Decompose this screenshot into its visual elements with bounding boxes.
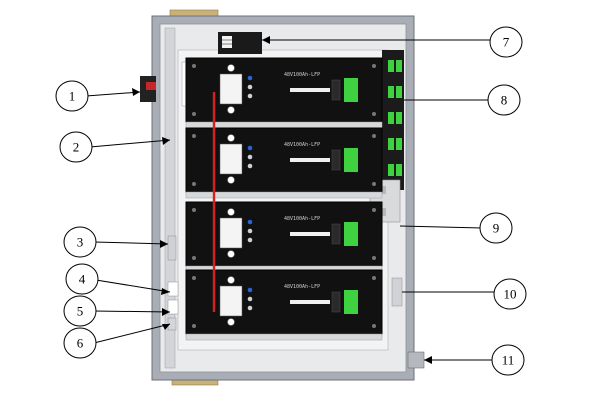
callout-circle <box>63 327 97 359</box>
callout-label: 8 <box>501 93 508 108</box>
battery-module: 48V100Ah-LFP <box>185 57 383 129</box>
callout-label: 4 <box>79 272 86 287</box>
callout-9: 9 <box>479 212 513 244</box>
right-terminal-strip <box>382 50 404 190</box>
callout-11: 11 <box>491 344 525 376</box>
callout-circle <box>491 344 525 376</box>
callout-circle <box>489 26 523 58</box>
callout-label: 1 <box>69 89 76 104</box>
callout-1: 1 <box>55 80 89 112</box>
callout-5: 5 <box>63 295 97 327</box>
callout-10: 10 <box>493 278 527 310</box>
module-label: 48V100Ah-LFP <box>284 216 320 222</box>
callout-circle <box>63 295 97 327</box>
bottom-right-fitting <box>407 351 425 369</box>
bottom-trim <box>171 379 219 386</box>
module-label: 48V100Ah-LFP <box>284 72 320 78</box>
battery-module: 48V100Ah-LFP <box>185 269 383 341</box>
left-side-component-5 <box>167 299 179 315</box>
callout-circle <box>493 278 527 310</box>
callouts: 1 2 3 4 5 6 7 8 9 10 11 <box>55 26 527 376</box>
battery-modules: 48V100Ah-LFP 48V100Ah-LFP 48V100Ah-LFP 48V1… <box>185 57 383 341</box>
callout-label: 2 <box>73 140 80 155</box>
callout-8: 8 <box>487 84 521 116</box>
right-side-connector <box>391 277 403 307</box>
callout-circle <box>55 80 89 112</box>
battery-module: 48V100Ah-LFP <box>185 127 383 199</box>
leader-lines <box>85 39 496 361</box>
battery-module: 48V100Ah-LFP <box>185 201 383 273</box>
callout-label: 5 <box>77 304 84 319</box>
callout-label: 9 <box>493 221 500 236</box>
cabinet-left-rail <box>164 27 176 369</box>
left-side-component-3 <box>167 235 177 261</box>
callout-label: 7 <box>503 35 510 50</box>
callout-circle <box>65 263 99 295</box>
callout-label: 10 <box>504 287 517 302</box>
callout-6: 6 <box>63 327 97 359</box>
module-label: 48V100Ah-LFP <box>284 142 320 148</box>
callout-3: 3 <box>63 226 97 258</box>
callout-circle <box>59 131 93 163</box>
callout-circle <box>63 226 97 258</box>
top-trim <box>169 9 219 17</box>
callout-label: 11 <box>502 353 515 368</box>
left-side-component-4 <box>167 281 179 297</box>
callout-circle <box>479 212 513 244</box>
callout-7: 7 <box>489 26 523 58</box>
callout-label: 3 <box>77 235 84 250</box>
top-breaker-slot <box>222 36 232 48</box>
module-label: 48V100Ah-LFP <box>284 284 320 290</box>
leader-arrowheads <box>132 36 432 364</box>
callout-label: 6 <box>77 336 84 351</box>
callout-4: 4 <box>65 263 99 295</box>
callout-circle <box>487 84 521 116</box>
callout-2: 2 <box>59 131 93 163</box>
